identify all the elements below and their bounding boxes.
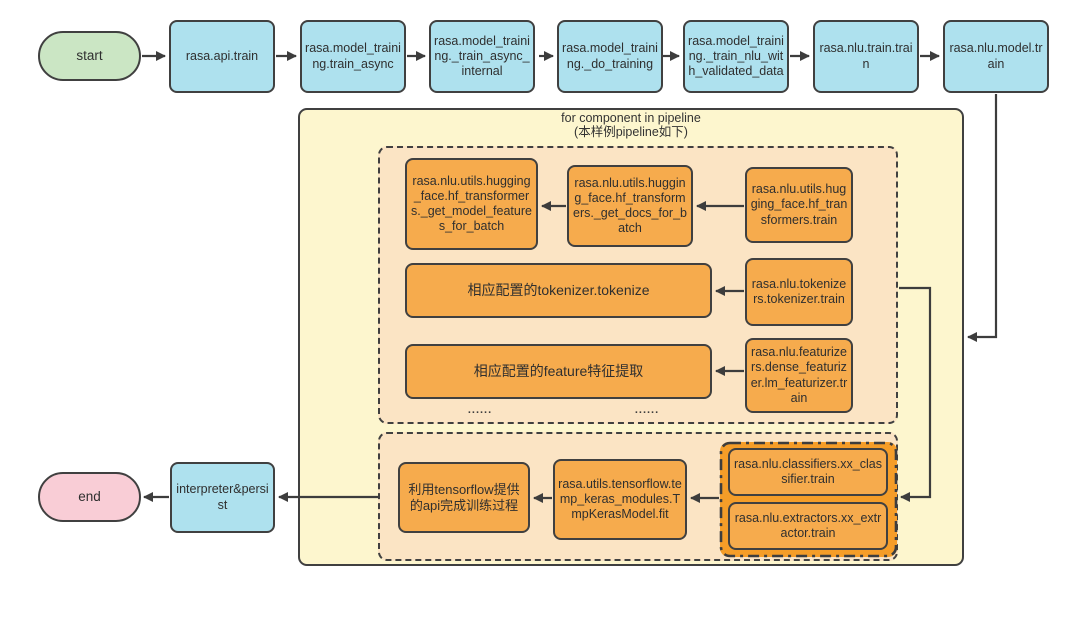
node-rasa-api-train: rasa.api.train [169, 20, 275, 93]
node-nlu-model-train: rasa.nlu.model.train [943, 20, 1049, 93]
node-featurize-step: 相应配置的feature特征提取 [405, 344, 712, 399]
node-train-async-internal: rasa.model_training._train_async_interna… [429, 20, 535, 93]
node-tensorflow-train-step: 利用tensorflow提供的api完成训练过程 [398, 462, 530, 533]
node-xx-classifier-train: rasa.nlu.classifiers.xx_classifier.train [728, 448, 888, 496]
node-hf-get-model-features: rasa.nlu.utils.hugging_face.hf_transform… [405, 158, 538, 250]
loop-title-line2: (本样例pipeline如下) [574, 125, 688, 139]
node-featurizer-train: rasa.nlu.featurizers.dense_featurizer.lm… [745, 338, 853, 413]
start-node: start [38, 31, 141, 81]
node-tokenize-step: 相应配置的tokenizer.tokenize [405, 263, 712, 318]
ellipsis-2: ...... [634, 404, 660, 416]
node-hf-get-docs-for-batch: rasa.nlu.utils.hugging_face.hf_transform… [567, 165, 693, 247]
end-node: end [38, 472, 141, 522]
node-tmp-keras-model-fit: rasa.utils.tensorflow.temp_keras_modules… [553, 459, 687, 540]
node-interpreter-persist: interpreter&persist [170, 462, 275, 533]
node-nlu-train-train: rasa.nlu.train.train [813, 20, 919, 93]
ellipsis-1: ...... [467, 404, 493, 416]
loop-title-line1: for component in pipeline [561, 111, 701, 125]
node-train-nlu-with-validated-data: rasa.model_training._train_nlu_with_vali… [683, 20, 789, 93]
node-do-training: rasa.model_training._do_training [557, 20, 663, 93]
node-xx-extractor-train: rasa.nlu.extractors.xx_extractor.train [728, 502, 888, 550]
pipeline-loop-title: for component in pipeline (本样例pipeline如下… [298, 111, 964, 139]
node-hf-transformers-train: rasa.nlu.utils.hugging_face.hf_transform… [745, 167, 853, 243]
node-tokenizer-train: rasa.nlu.tokenizers.tokenizer.train [745, 258, 853, 326]
node-model-training-train-async: rasa.model_training.train_async [300, 20, 406, 93]
